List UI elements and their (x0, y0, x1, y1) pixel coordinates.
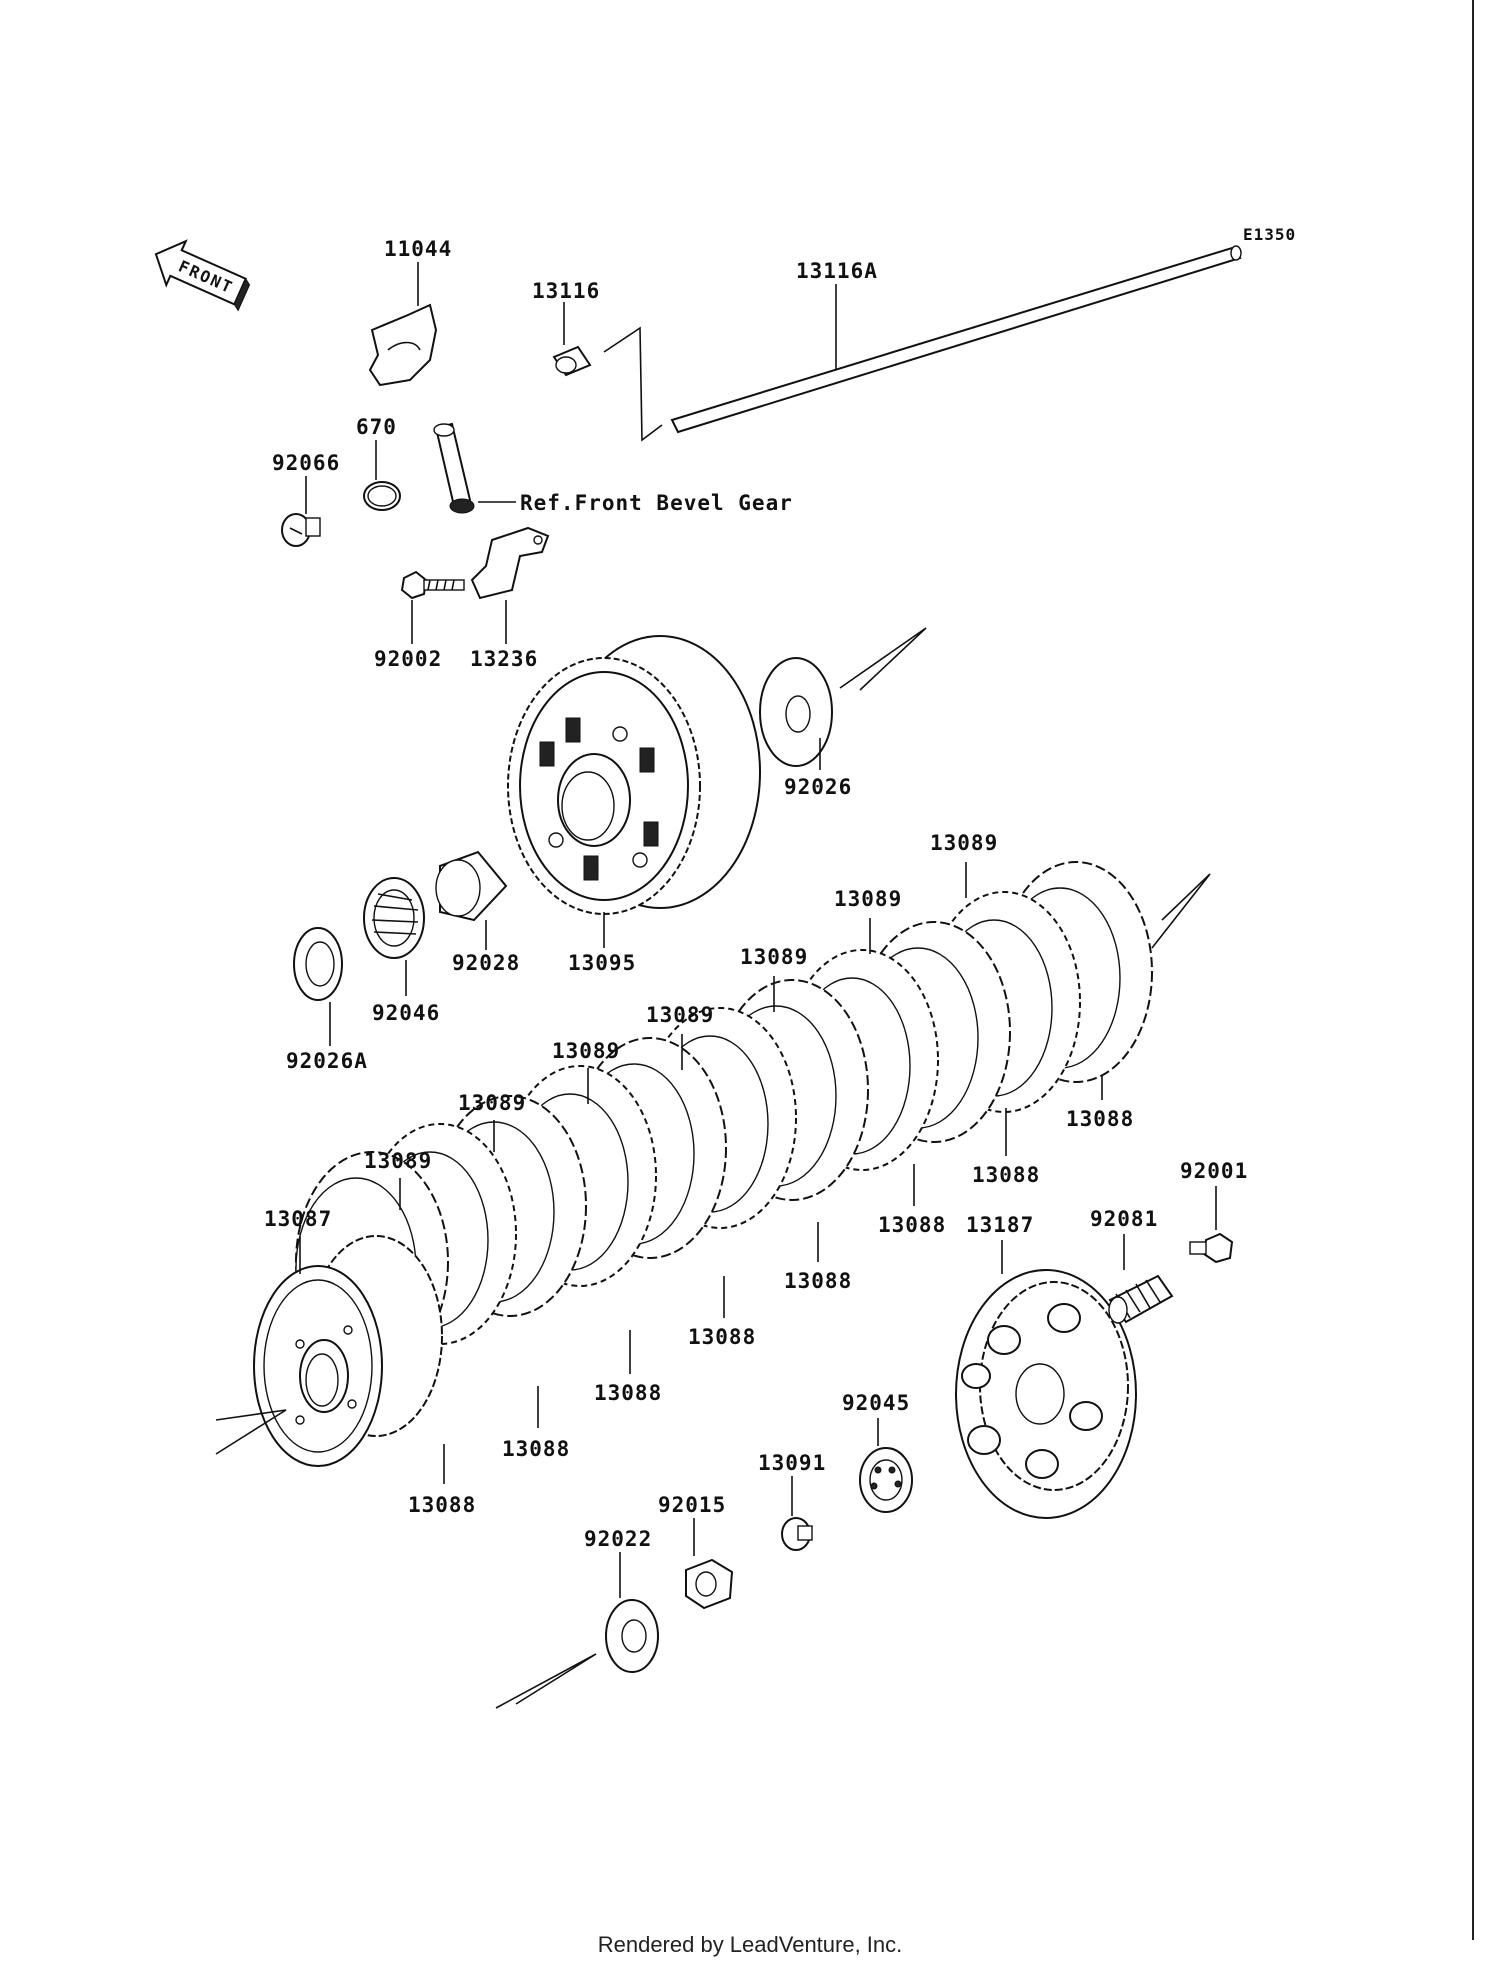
label-92026[interactable]: 92026 (784, 775, 852, 799)
part-13116A-rod[interactable] (670, 245, 1242, 434)
label-92028[interactable]: 92028 (452, 951, 520, 975)
reference-note: Ref.Front Bevel Gear (520, 491, 793, 515)
page-right-border (1472, 0, 1474, 1940)
label-13089-5[interactable]: 13089 (552, 1039, 620, 1063)
leader-92022-axis (495, 1653, 597, 1709)
part-92045-bearing[interactable] (859, 1447, 913, 1513)
label-13088-1[interactable]: 13088 (1066, 1107, 1134, 1131)
label-13088-5[interactable]: 13088 (688, 1325, 756, 1349)
label-92022[interactable]: 92022 (584, 1527, 652, 1551)
label-13095[interactable]: 13095 (568, 951, 636, 975)
label-92066[interactable]: 92066 (272, 451, 340, 475)
label-13088-3[interactable]: 13088 (878, 1213, 946, 1237)
part-92026-washer[interactable] (759, 657, 833, 767)
label-92045[interactable]: 92045 (842, 1391, 910, 1415)
label-13088-6[interactable]: 13088 (594, 1381, 662, 1405)
part-92081-spring[interactable] (1108, 1274, 1174, 1324)
label-13089-6[interactable]: 13089 (458, 1091, 526, 1115)
label-13088-7[interactable]: 13088 (502, 1437, 570, 1461)
part-13236-fork[interactable] (470, 526, 550, 600)
label-13089-4[interactable]: 13089 (646, 1003, 714, 1027)
part-92002-bolt[interactable] (400, 570, 465, 600)
part-92026A-washer[interactable] (293, 927, 343, 1001)
leader-13116-link (603, 326, 663, 442)
part-13116-pin[interactable] (552, 345, 592, 377)
label-13089-1[interactable]: 13089 (930, 831, 998, 855)
part-92015-nut[interactable] (685, 1558, 734, 1610)
bevel-gear-shaft (433, 422, 475, 514)
label-13116[interactable]: 13116 (532, 279, 600, 303)
label-92002[interactable]: 92002 (374, 647, 442, 671)
part-11044-cover[interactable] (368, 303, 438, 387)
diagram-code: E1350 (1243, 225, 1296, 244)
rendered-credit: Rendered by LeadVenture, Inc. (598, 1932, 903, 1957)
label-92015[interactable]: 92015 (658, 1493, 726, 1517)
label-92081[interactable]: 92081 (1090, 1207, 1158, 1231)
part-92028-sleeve[interactable] (435, 850, 508, 922)
label-13089-7[interactable]: 13089 (364, 1149, 432, 1173)
label-11044[interactable]: 11044 (384, 237, 452, 261)
label-92026A[interactable]: 92026A (286, 1049, 368, 1073)
stack-axis-left (215, 1409, 287, 1455)
label-13116A[interactable]: 13116A (796, 259, 878, 283)
part-92022-washer[interactable] (605, 1599, 659, 1673)
label-13088-4[interactable]: 13088 (784, 1269, 852, 1293)
part-13095-clutch-housing[interactable] (507, 635, 761, 915)
part-92001-bolt[interactable] (1189, 1232, 1234, 1264)
part-92046-needle-bearing[interactable] (363, 877, 425, 959)
label-13089-3[interactable]: 13089 (740, 945, 808, 969)
front-arrow-icon: FRONT (154, 239, 251, 312)
label-13236[interactable]: 13236 (470, 647, 538, 671)
stack-axis-right (1151, 873, 1211, 949)
label-13088-2[interactable]: 13088 (972, 1163, 1040, 1187)
label-670[interactable]: 670 (356, 415, 397, 439)
part-13187-pressure-plate[interactable] (955, 1269, 1137, 1519)
part-92066-plug[interactable] (281, 513, 321, 547)
label-13087[interactable]: 13087 (264, 1207, 332, 1231)
label-13187[interactable]: 13187 (966, 1213, 1034, 1237)
leader-92026-axis (839, 627, 927, 691)
part-13087-clutch-hub[interactable] (253, 1235, 443, 1467)
label-92046[interactable]: 92046 (372, 1001, 440, 1025)
label-13091[interactable]: 13091 (758, 1451, 826, 1475)
part-13091-pin[interactable] (781, 1517, 813, 1551)
label-13089-2[interactable]: 13089 (834, 887, 902, 911)
label-13088-8[interactable]: 13088 (408, 1493, 476, 1517)
label-92001[interactable]: 92001 (1180, 1159, 1248, 1183)
